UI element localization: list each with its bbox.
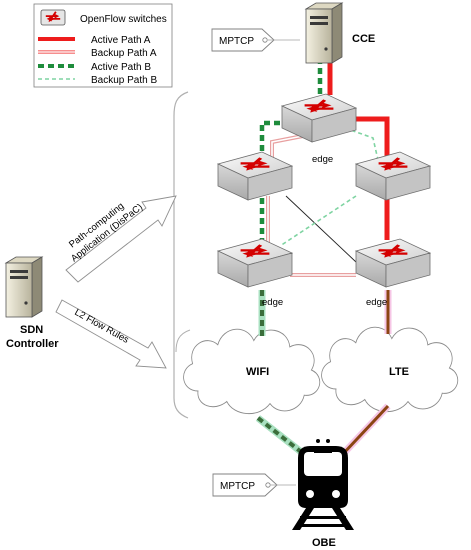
switch-edge-top <box>282 94 356 142</box>
backup-path-a <box>266 133 356 277</box>
cce-server-icon <box>305 2 343 64</box>
mptcp-tag-top: MPTCP <box>211 28 300 52</box>
mptcp-label-top: MPTCP <box>219 36 254 47</box>
switch-edge-bl <box>218 239 292 287</box>
legend: OpenFlow switches Active Path A Backup P… <box>33 3 173 88</box>
legend-label-backup-a: Backup Path A <box>91 48 157 59</box>
l2-flow-arrow: L2 Flow Rules <box>55 299 167 369</box>
path-computing-arrow: Path-computing Application (DisPaC) <box>65 195 177 283</box>
edge-label-bl: edge <box>262 297 283 308</box>
obe-label: OBE <box>312 537 336 549</box>
cce-label: CCE <box>352 33 375 45</box>
edge-label-top: edge <box>312 154 333 165</box>
sdn-domain-bracket <box>173 91 189 419</box>
switch-right-mid <box>356 152 430 200</box>
legend-label-backup-b: Backup Path B <box>91 75 157 86</box>
cross-link <box>285 195 357 263</box>
active-path-a <box>327 58 390 240</box>
sdn-label-2: Controller <box>6 338 59 350</box>
train-icon <box>292 439 354 530</box>
switch-edge-br <box>356 239 430 287</box>
edge-label-br: edge <box>366 297 387 308</box>
sdn-label-1: SDN <box>20 324 43 336</box>
sdn-controller-icon <box>5 256 43 318</box>
switch-left-mid <box>218 152 292 200</box>
mptcp-label-bottom: MPTCP <box>220 481 255 492</box>
legend-label-switches: OpenFlow switches <box>80 14 167 25</box>
legend-label-active-b: Active Path B <box>91 62 151 73</box>
legend-label-active-a: Active Path A <box>91 35 151 46</box>
mptcp-tag-bottom: MPTCP <box>212 473 296 497</box>
backup-path-b <box>279 127 379 247</box>
lte-label: LTE <box>389 366 409 378</box>
lte-access-link <box>340 404 390 457</box>
wifi-label: WIFI <box>246 366 269 378</box>
